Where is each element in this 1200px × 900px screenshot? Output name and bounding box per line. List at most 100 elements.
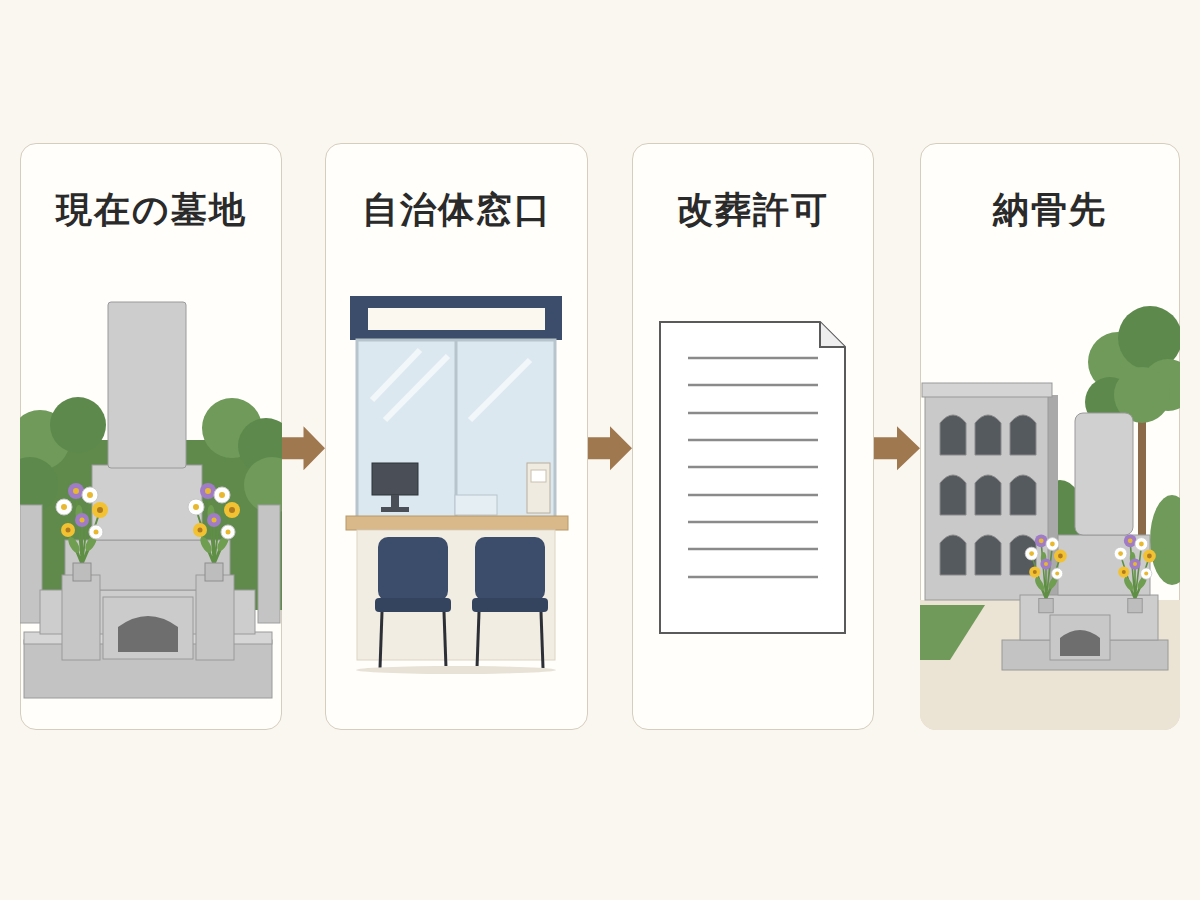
gravestone-part	[1020, 595, 1158, 640]
counter-illustration-part	[368, 308, 545, 330]
columbarium-part	[940, 535, 966, 575]
grave-illustration-part	[40, 590, 255, 634]
document-illustration-part-part	[688, 384, 818, 387]
grave-illustration-part	[188, 483, 240, 581]
document-illustration-part-part	[688, 548, 818, 551]
columbarium-part	[1010, 415, 1036, 455]
grave-illustration-part	[258, 505, 280, 623]
counter-illustration-part	[372, 463, 418, 495]
document-illustration-part	[688, 358, 818, 577]
counter-illustration-part	[356, 666, 556, 674]
grave-illustration-part	[24, 632, 272, 644]
tree-part	[1142, 359, 1180, 411]
counter-illustration-part	[531, 470, 546, 482]
counter-illustration-part	[357, 530, 555, 660]
grave-illustration-part	[62, 575, 100, 660]
grave-illustration-part	[118, 616, 178, 652]
columbarium	[922, 383, 1058, 600]
grave-illustration-part	[196, 575, 234, 660]
shrubbery-part	[20, 410, 70, 470]
shrubbery-part	[20, 457, 58, 513]
grave-illustration-part	[108, 302, 186, 468]
tree-part	[1114, 367, 1170, 423]
document-illustration-part-part	[688, 439, 818, 442]
chair-part	[541, 612, 543, 668]
gravestone-part	[1002, 640, 1168, 670]
grave-illustration-part	[20, 505, 42, 623]
columbarium-part	[940, 415, 966, 455]
flow-arrow	[874, 426, 920, 470]
document-illustration-part-part	[688, 521, 818, 524]
document-illustration-part-part	[688, 576, 818, 579]
document-illustration	[660, 322, 845, 633]
chair-part	[475, 537, 545, 601]
counter-illustration-part	[391, 495, 399, 507]
counter-illustration-part	[346, 516, 568, 530]
columbarium-part	[940, 475, 966, 515]
columbarium-part	[975, 475, 1001, 515]
step-heading: 現在の墓地	[21, 188, 281, 231]
gravestone-part	[1025, 534, 1067, 612]
counter-illustration-part	[372, 350, 530, 420]
gravestone	[1002, 413, 1168, 670]
chair-part	[472, 598, 548, 612]
shrubbery-part	[238, 418, 282, 474]
counter-illustration-part	[357, 340, 555, 518]
document-illustration-part-part	[688, 466, 818, 469]
process-box: 納骨先	[920, 143, 1180, 730]
process-box: 現在の墓地	[20, 143, 282, 730]
shrubbery	[20, 397, 282, 610]
shrubbery-part	[20, 440, 282, 610]
grave-illustration	[20, 302, 282, 698]
shrubbery-part	[244, 457, 282, 513]
gravestone-part	[1060, 630, 1100, 656]
columbarium-part	[922, 383, 1052, 397]
flow-arrow	[588, 426, 632, 470]
cemetery-illustration	[920, 306, 1180, 730]
counter-illustration-part	[527, 463, 550, 513]
chair-part	[378, 537, 448, 601]
document-illustration-part	[660, 322, 845, 633]
tree-part	[1088, 332, 1148, 392]
grave-illustration-part	[103, 597, 193, 659]
counter-illustration-part	[455, 340, 458, 518]
columbarium-part	[975, 535, 1001, 575]
gravestone-part	[1050, 615, 1110, 660]
grave-illustration-part	[24, 640, 272, 698]
step-heading: 納骨先	[921, 188, 1179, 231]
columbarium-part	[1010, 535, 1036, 575]
columbarium-part	[975, 415, 1001, 455]
chair	[375, 537, 451, 668]
chair-part	[444, 612, 446, 668]
document-illustration-part	[820, 322, 845, 347]
tree-part	[1138, 400, 1146, 605]
cemetery-illustration-part	[920, 600, 1180, 730]
columbarium-part	[1010, 475, 1036, 515]
chair-part	[477, 612, 479, 668]
step-heading: 改葬許可	[633, 188, 873, 231]
gravestone-part	[1058, 535, 1150, 595]
document-illustration-part-part	[688, 357, 818, 360]
grave-illustration-part	[92, 465, 202, 540]
counter-illustration	[346, 296, 568, 674]
process-box: 改葬許可	[632, 143, 874, 730]
gravestone-part	[1114, 534, 1156, 612]
counter-illustration-part	[350, 296, 562, 340]
cemetery-illustration-part	[1150, 495, 1180, 585]
tree	[1085, 306, 1180, 605]
chair-part	[375, 598, 451, 612]
flow-arrow	[282, 426, 325, 470]
counter-illustration-part	[455, 495, 497, 515]
cemetery-illustration-part	[1035, 480, 1085, 560]
shrubbery-part	[202, 398, 262, 458]
columbarium-part	[1048, 395, 1058, 600]
cemetery-illustration-part	[920, 605, 985, 660]
columbarium-part	[925, 395, 1048, 600]
gravestone-part	[1075, 413, 1133, 535]
counter-illustration-part	[381, 507, 409, 512]
process-box: 自治体窓口	[325, 143, 588, 730]
document-illustration-part-part	[688, 494, 818, 497]
tree-part	[1118, 306, 1180, 370]
